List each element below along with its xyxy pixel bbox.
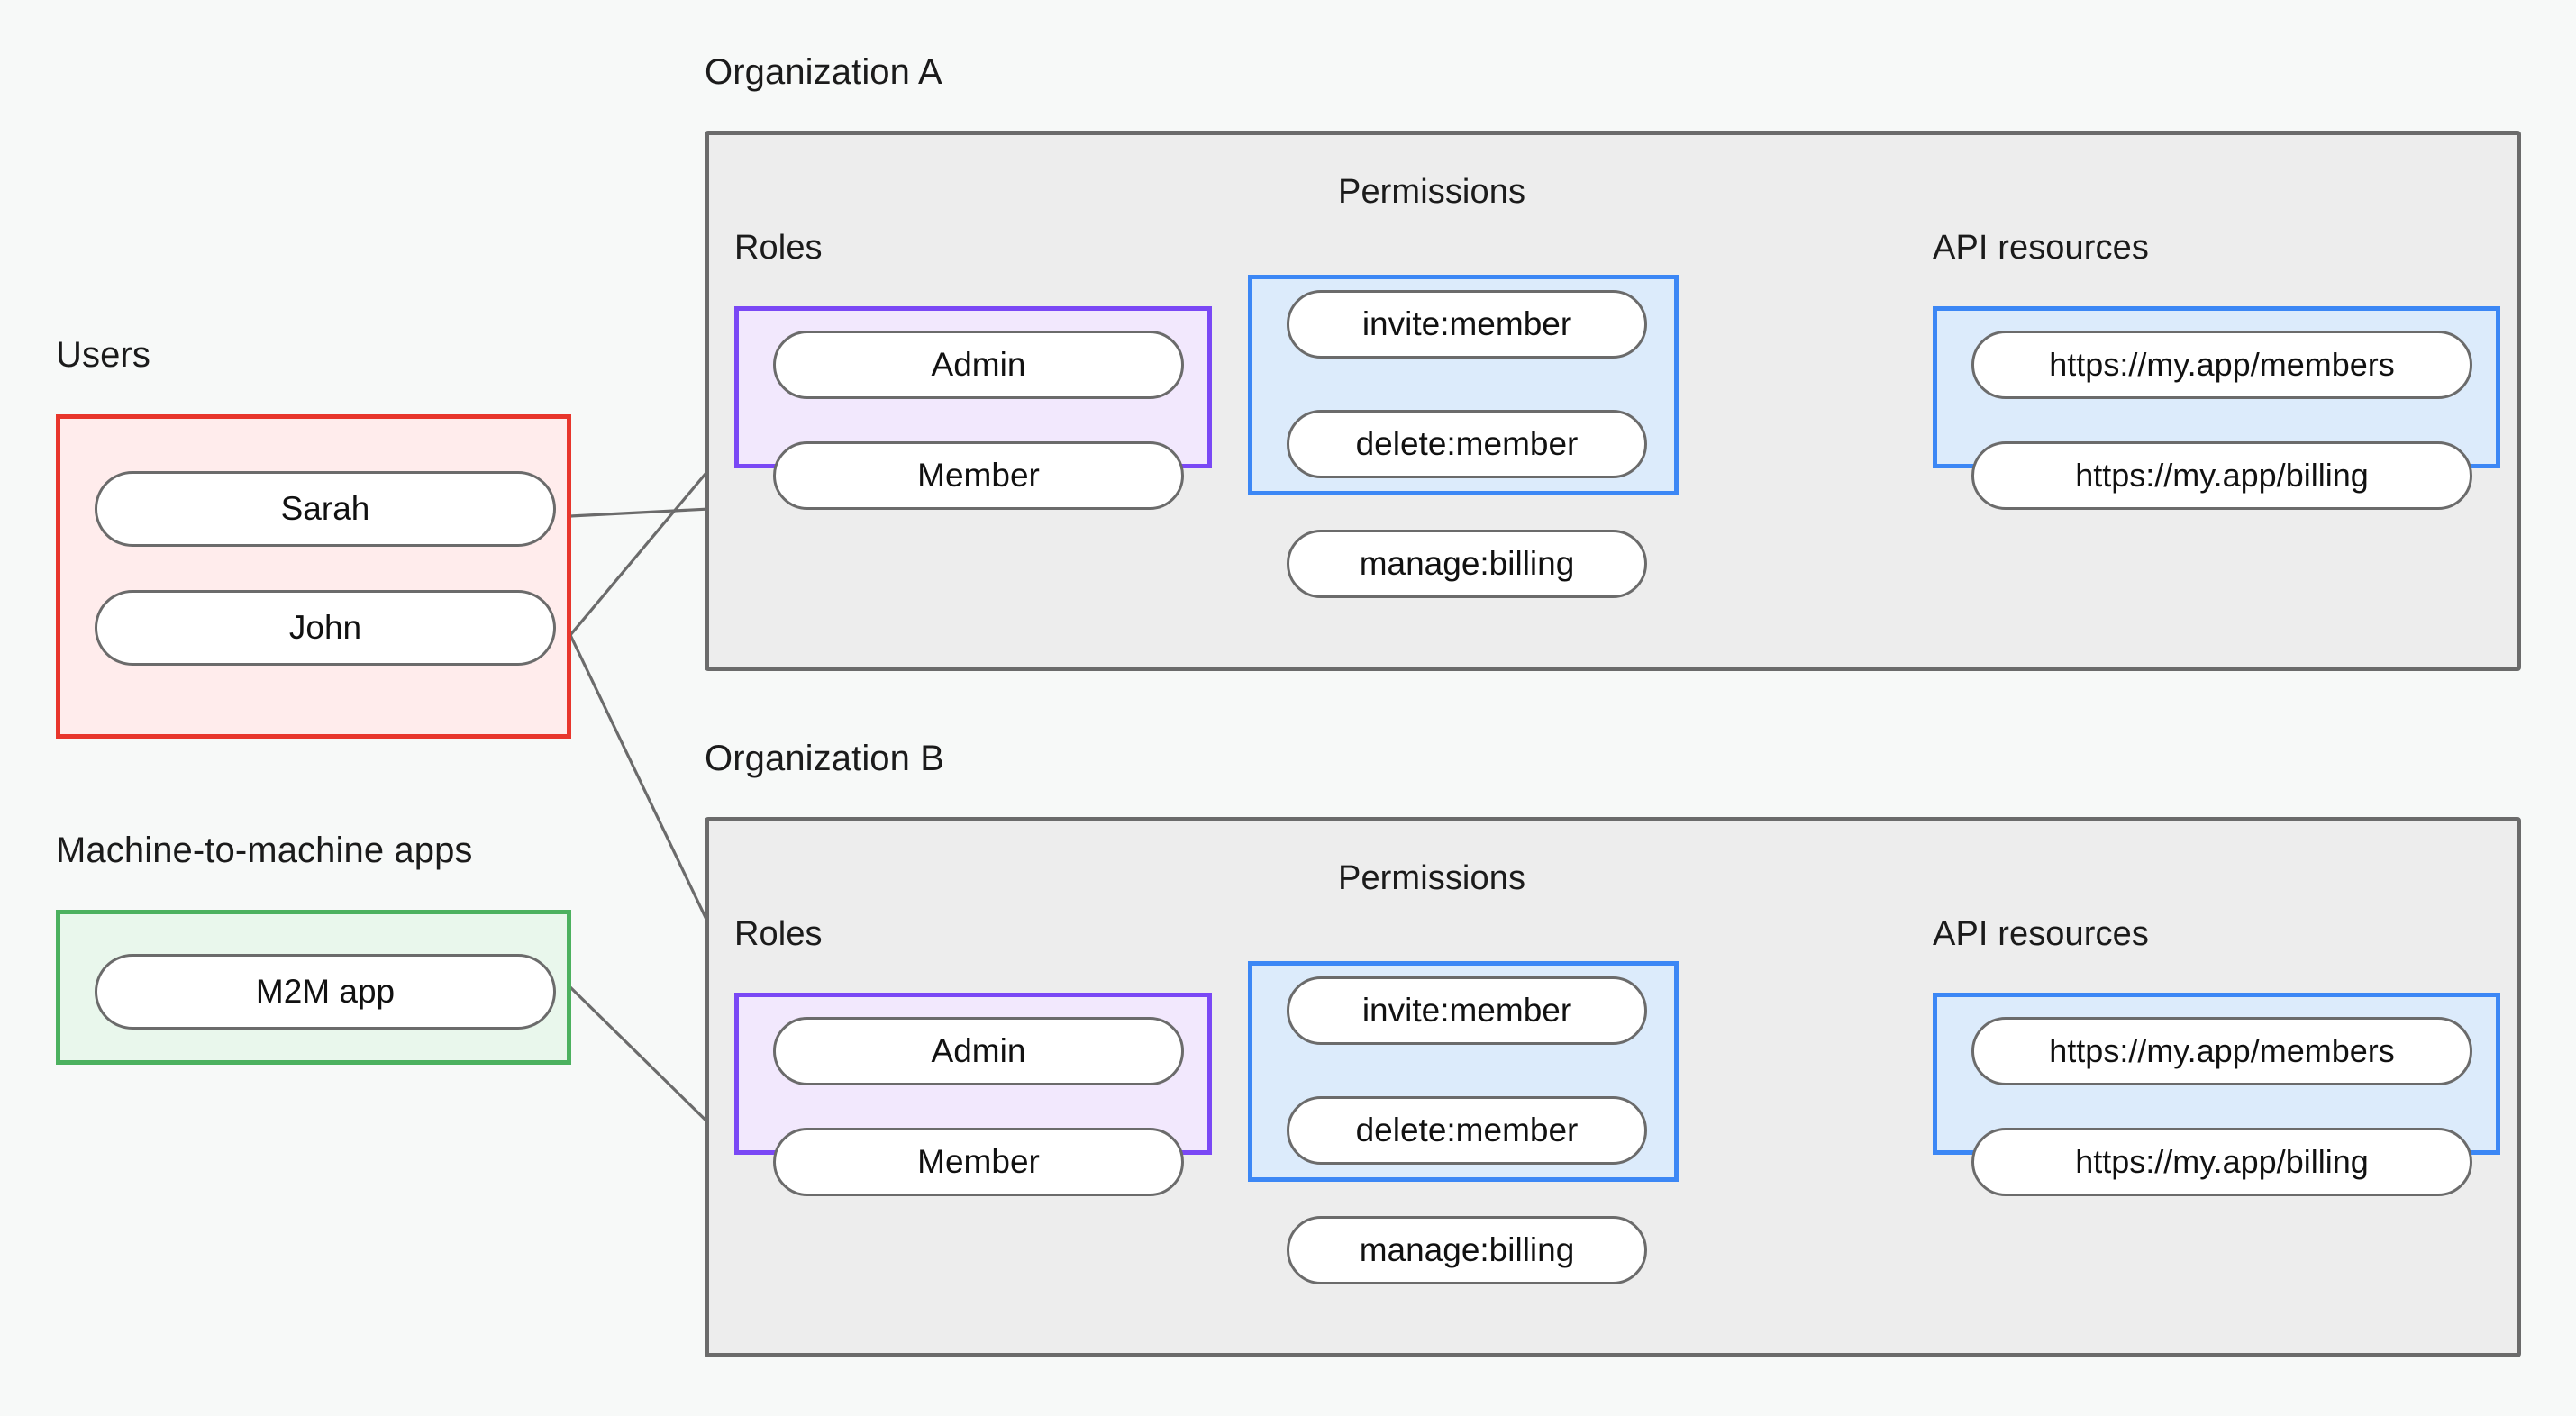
m2m-caption: Machine-to-machine apps [56, 831, 473, 870]
m2m-pill-app[interactable]: M2M app [95, 954, 556, 1030]
organization-b-caption: Organization B [705, 739, 944, 778]
users-caption: Users [56, 335, 150, 375]
org-a-api-billing[interactable]: https://my.app/billing [1971, 441, 2472, 510]
org-b-permission-delete-member[interactable]: delete:member [1287, 1096, 1647, 1165]
org-a-permission-delete-member[interactable]: delete:member [1287, 410, 1647, 478]
org-a-permissions-caption: Permissions [1338, 173, 1526, 211]
m2m-group: M2M app [56, 910, 571, 1065]
org-b-permission-manage-billing[interactable]: manage:billing [1287, 1216, 1647, 1284]
organization-a-caption: Organization A [705, 52, 942, 92]
org-b-roles-box: Admin Member [734, 993, 1212, 1196]
org-a-api-members[interactable]: https://my.app/members [1971, 331, 2472, 399]
org-a-roles-box: Admin Member [734, 306, 1212, 510]
org-b-permissions-caption: Permissions [1338, 859, 1526, 897]
organization-a-group: Roles Admin Member Permissions invite:me… [705, 131, 2521, 671]
organization-b-group: Roles Admin Member Permissions invite:me… [705, 817, 2521, 1357]
org-a-api-caption: API resources [1933, 229, 2149, 267]
org-a-roles-caption: Roles [734, 229, 823, 267]
org-a-api-box: https://my.app/members https://my.app/bi… [1933, 306, 2500, 510]
org-b-api-billing[interactable]: https://my.app/billing [1971, 1128, 2472, 1196]
org-b-permissions-box: invite:member delete:member manage:billi… [1248, 961, 1679, 1284]
org-a-permissions-box: invite:member delete:member manage:billi… [1248, 275, 1679, 598]
org-a-role-admin[interactable]: Admin [773, 331, 1184, 399]
org-a-permission-manage-billing[interactable]: manage:billing [1287, 530, 1647, 598]
org-a-permission-invite-member[interactable]: invite:member [1287, 290, 1647, 359]
users-group: Sarah John [56, 414, 571, 739]
org-b-role-admin[interactable]: Admin [773, 1017, 1184, 1085]
org-b-roles-caption: Roles [734, 915, 823, 953]
org-b-api-caption: API resources [1933, 915, 2149, 953]
org-b-api-box: https://my.app/members https://my.app/bi… [1933, 993, 2500, 1196]
org-b-permission-invite-member[interactable]: invite:member [1287, 976, 1647, 1045]
org-b-role-member[interactable]: Member [773, 1128, 1184, 1196]
org-a-role-member[interactable]: Member [773, 441, 1184, 510]
user-pill-john[interactable]: John [95, 590, 556, 666]
user-pill-sarah[interactable]: Sarah [95, 471, 556, 547]
org-b-api-members[interactable]: https://my.app/members [1971, 1017, 2472, 1085]
